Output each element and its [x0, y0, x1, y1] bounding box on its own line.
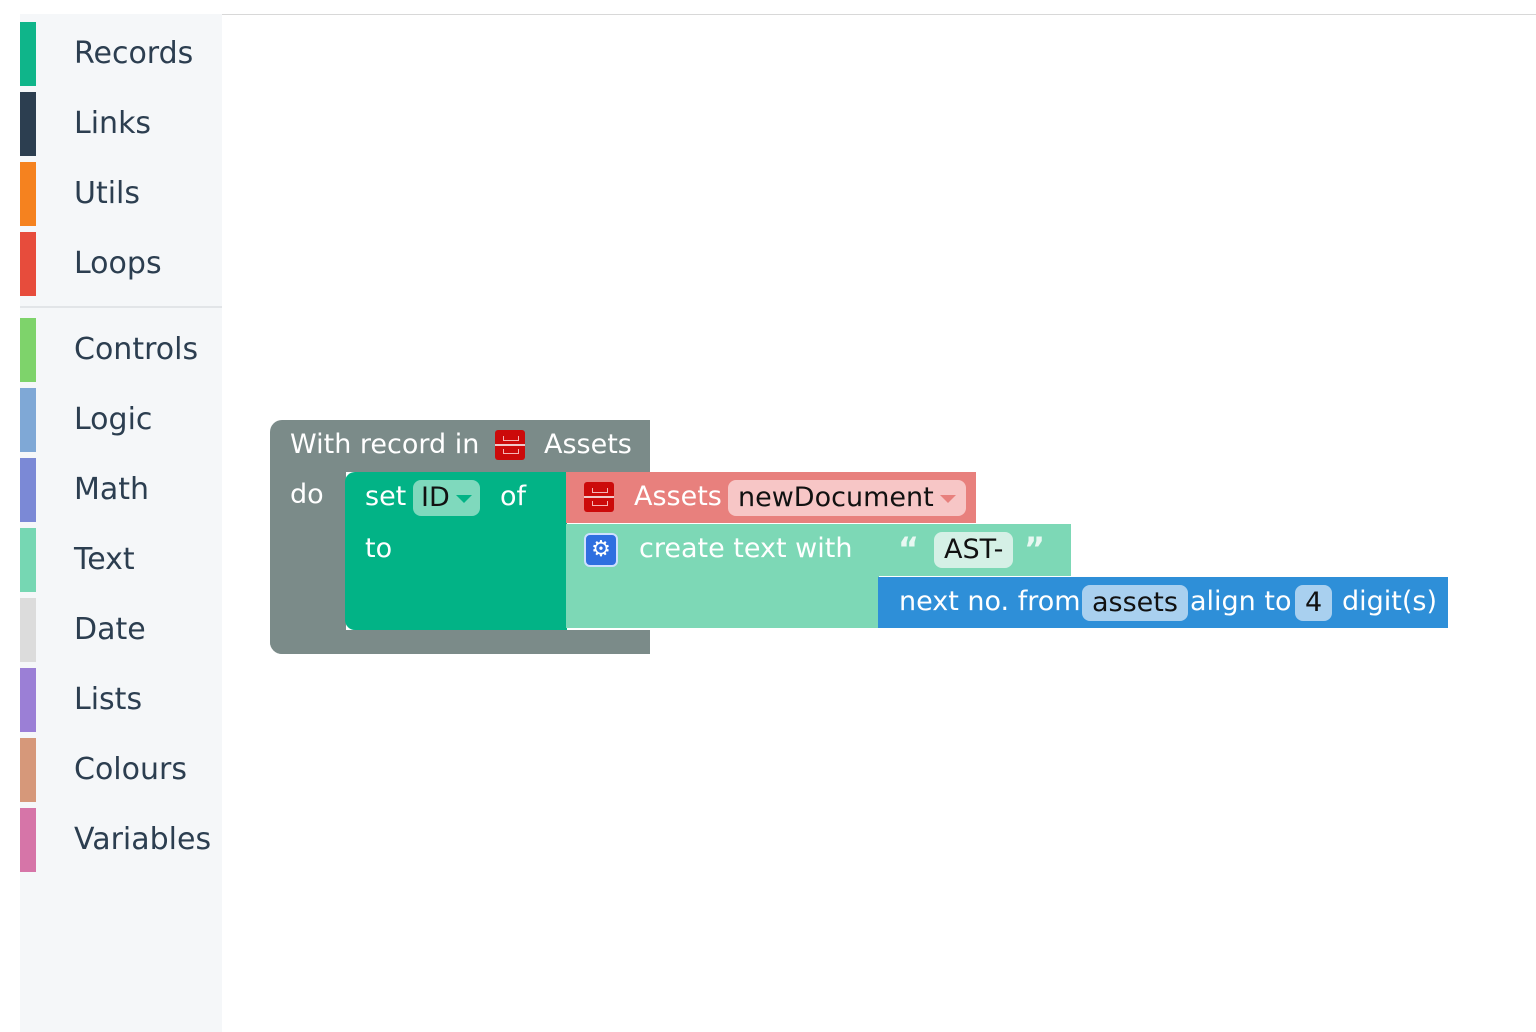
gear-icon[interactable]: ⚙ [584, 533, 618, 567]
set-label: set [365, 481, 407, 512]
category-color-bar [20, 162, 36, 226]
category-color-bar [20, 668, 36, 732]
with-record-label: With record in [290, 429, 480, 460]
of-label: of [500, 481, 527, 512]
with-record-table[interactable]: Assets [544, 429, 632, 460]
toolbox-category-lists[interactable]: Lists [20, 668, 222, 732]
category-label: Lists [74, 682, 143, 717]
do-label: do [290, 479, 324, 510]
category-label: Text [74, 542, 135, 577]
category-label: Loops [74, 246, 162, 281]
open-quote-icon: “ [898, 530, 920, 568]
sequence-dropdown[interactable]: assets [1082, 585, 1188, 621]
toolbox-category-utils[interactable]: Utils [20, 162, 222, 226]
record-table-label: Assets [634, 481, 722, 512]
record-variable-dropdown[interactable]: newDocument [728, 480, 966, 516]
toolbox-category-loops[interactable]: Loops [20, 232, 222, 296]
next-number-label: next no. from [899, 586, 1081, 617]
toolbox-category-controls[interactable]: Controls [20, 318, 222, 382]
category-color-bar [20, 808, 36, 872]
category-label: Math [74, 472, 150, 507]
category-color-bar [20, 318, 36, 382]
category-label: Variables [74, 822, 212, 857]
chevron-down-icon [939, 494, 956, 503]
to-label: to [365, 533, 393, 564]
toolbox-category-variables[interactable]: Variables [20, 808, 222, 872]
toolbox-category-logic[interactable]: Logic [20, 388, 222, 452]
toolbox-category-math[interactable]: Math [20, 458, 222, 522]
category-color-bar [20, 528, 36, 592]
field-value: ID [421, 482, 450, 513]
category-label: Links [74, 106, 152, 141]
with-record-block-arm [270, 470, 346, 654]
toolbox-category-links[interactable]: Links [20, 92, 222, 156]
toolbox-category-text[interactable]: Text [20, 528, 222, 592]
category-color-bar [20, 598, 36, 662]
text-literal-input[interactable]: AST- [934, 532, 1014, 568]
digits-suffix-label: digit(s) [1342, 586, 1438, 617]
field-dropdown[interactable]: ID [413, 480, 480, 516]
database-icon [495, 430, 525, 460]
category-color-bar [20, 22, 36, 86]
digits-input[interactable]: 4 [1295, 585, 1333, 621]
category-color-bar [20, 388, 36, 452]
category-color-bar [20, 232, 36, 296]
category-label: Logic [74, 402, 153, 437]
category-label: Controls [74, 332, 199, 367]
category-color-bar [20, 458, 36, 522]
category-color-bar [20, 738, 36, 802]
category-label: Records [74, 36, 194, 71]
category-label: Date [74, 612, 146, 647]
workspace-top-border [222, 14, 1536, 15]
close-quote-icon: ” [1024, 530, 1046, 568]
category-label: Colours [74, 752, 187, 787]
create-text-block[interactable] [566, 524, 879, 628]
category-label: Utils [74, 176, 141, 211]
chevron-down-icon [455, 494, 472, 503]
record-variable-value: newDocument [738, 482, 934, 513]
database-icon [584, 482, 614, 512]
with-record-block[interactable] [270, 420, 650, 472]
toolbox-category-records[interactable]: Records [20, 22, 222, 86]
category-color-bar [20, 92, 36, 156]
toolbox-separator [20, 306, 222, 308]
align-label: align to [1190, 586, 1292, 617]
toolbox-category-date[interactable]: Date [20, 598, 222, 662]
with-record-block-bottom [270, 630, 650, 654]
toolbox-category-colours[interactable]: Colours [20, 738, 222, 802]
create-text-label: create text with [639, 533, 853, 564]
